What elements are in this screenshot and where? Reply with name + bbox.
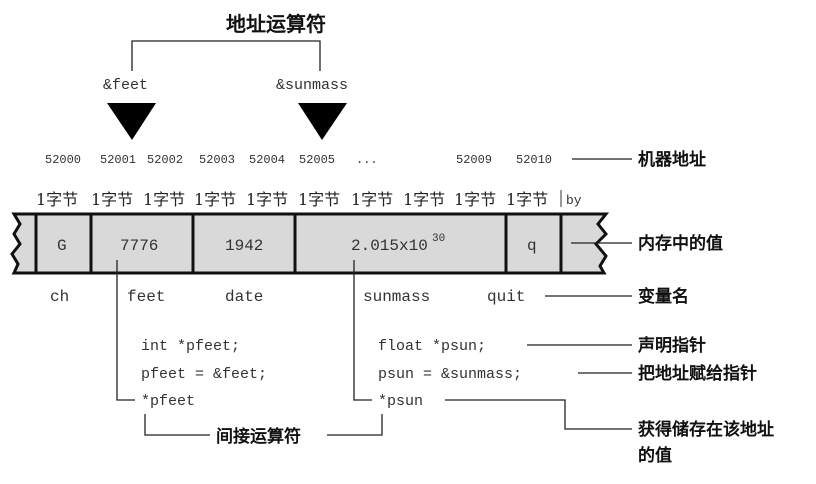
address-operator-title: 地址运算符 xyxy=(226,12,326,36)
address-ellipsis: ... xyxy=(356,153,378,167)
assign-address-label: 把地址赋给指针 xyxy=(638,363,757,384)
address-row: 52000 52001 52002 52003 52004 52005 ... … xyxy=(45,153,552,167)
cell-value-feet: 7776 xyxy=(120,237,158,255)
code-line: psun = &sunmass; xyxy=(378,366,522,383)
cell-value-sunmass: 2.015x10 xyxy=(351,237,428,255)
declare-pointer-label: 声明指针 xyxy=(637,335,706,356)
indirect-bracket-left xyxy=(144,414,210,436)
var-name-date: date xyxy=(225,288,263,306)
byte-label: 1字节 xyxy=(143,190,185,209)
indirect-operator-label: 间接运算符 xyxy=(216,426,301,447)
address: 52009 xyxy=(456,153,492,167)
address: 52002 xyxy=(147,153,183,167)
arrow-down-icon-sunmass xyxy=(298,103,347,140)
cell-values: G 7776 1942 2.015x10 30 q xyxy=(57,233,537,255)
deref-leader-line xyxy=(445,399,632,430)
indirect-bracket-right xyxy=(327,414,383,436)
byte-label: 1字节 xyxy=(351,190,393,209)
feet-connector xyxy=(116,260,135,401)
address: 52000 xyxy=(45,153,81,167)
var-name-sunmass: sunmass xyxy=(363,288,430,306)
address: 52005 xyxy=(299,153,335,167)
var-name-feet: feet xyxy=(127,288,165,306)
code-line: *pfeet xyxy=(141,393,195,410)
byte-label: 1字节 xyxy=(403,190,445,209)
sunmass-connector xyxy=(353,260,372,401)
byte-label-row: 1字节 1字节 1字节 1字节 1字节 1字节 1字节 1字节 1字节 1字节 xyxy=(36,190,562,209)
title-bracket xyxy=(131,40,321,71)
cell-value-sunmass-exponent: 30 xyxy=(432,233,445,245)
address-op-feet: &feet xyxy=(103,77,148,94)
code-right: float *psun; psun = &sunmass; *psun xyxy=(378,338,522,410)
address: 52001 xyxy=(100,153,136,167)
machine-address-label: 机器地址 xyxy=(638,149,706,170)
code-line: int *pfeet; xyxy=(141,338,240,355)
var-name-quit: quit xyxy=(487,288,525,306)
address: 52003 xyxy=(199,153,235,167)
address-op-sunmass: &sunmass xyxy=(276,77,348,94)
address: 52004 xyxy=(249,153,285,167)
byte-label: 1字节 xyxy=(91,190,133,209)
var-name-ch: ch xyxy=(50,288,69,306)
variable-names: ch feet date sunmass quit xyxy=(50,288,525,306)
byte-label: 1字节 xyxy=(506,190,548,209)
byte-label: 1字节 xyxy=(246,190,288,209)
code-line: *psun xyxy=(378,393,423,410)
byte-label: 1字节 xyxy=(454,190,496,209)
byte-label: 1字节 xyxy=(36,190,78,209)
code-line: float *psun; xyxy=(378,338,486,355)
byte-label: 1字节 xyxy=(298,190,340,209)
cell-value-ch: G xyxy=(57,237,67,255)
code-left: int *pfeet; pfeet = &feet; *pfeet xyxy=(141,338,267,410)
arrow-down-icon-feet xyxy=(107,103,156,140)
cell-value-quit: q xyxy=(527,237,537,255)
deref-label-line1: 获得储存在该地址 xyxy=(638,419,774,440)
code-line: pfeet = &feet; xyxy=(141,366,267,383)
address: 52010 xyxy=(516,153,552,167)
deref-label-line2: 的值 xyxy=(638,445,672,466)
memory-value-label: 内存中的值 xyxy=(638,233,723,254)
byte-label: 1字节 xyxy=(194,190,236,209)
variable-name-label: 变量名 xyxy=(638,286,689,307)
memory-strip xyxy=(10,212,610,275)
cell-value-date: 1942 xyxy=(225,237,263,255)
byte-label-tail: by xyxy=(566,193,582,208)
